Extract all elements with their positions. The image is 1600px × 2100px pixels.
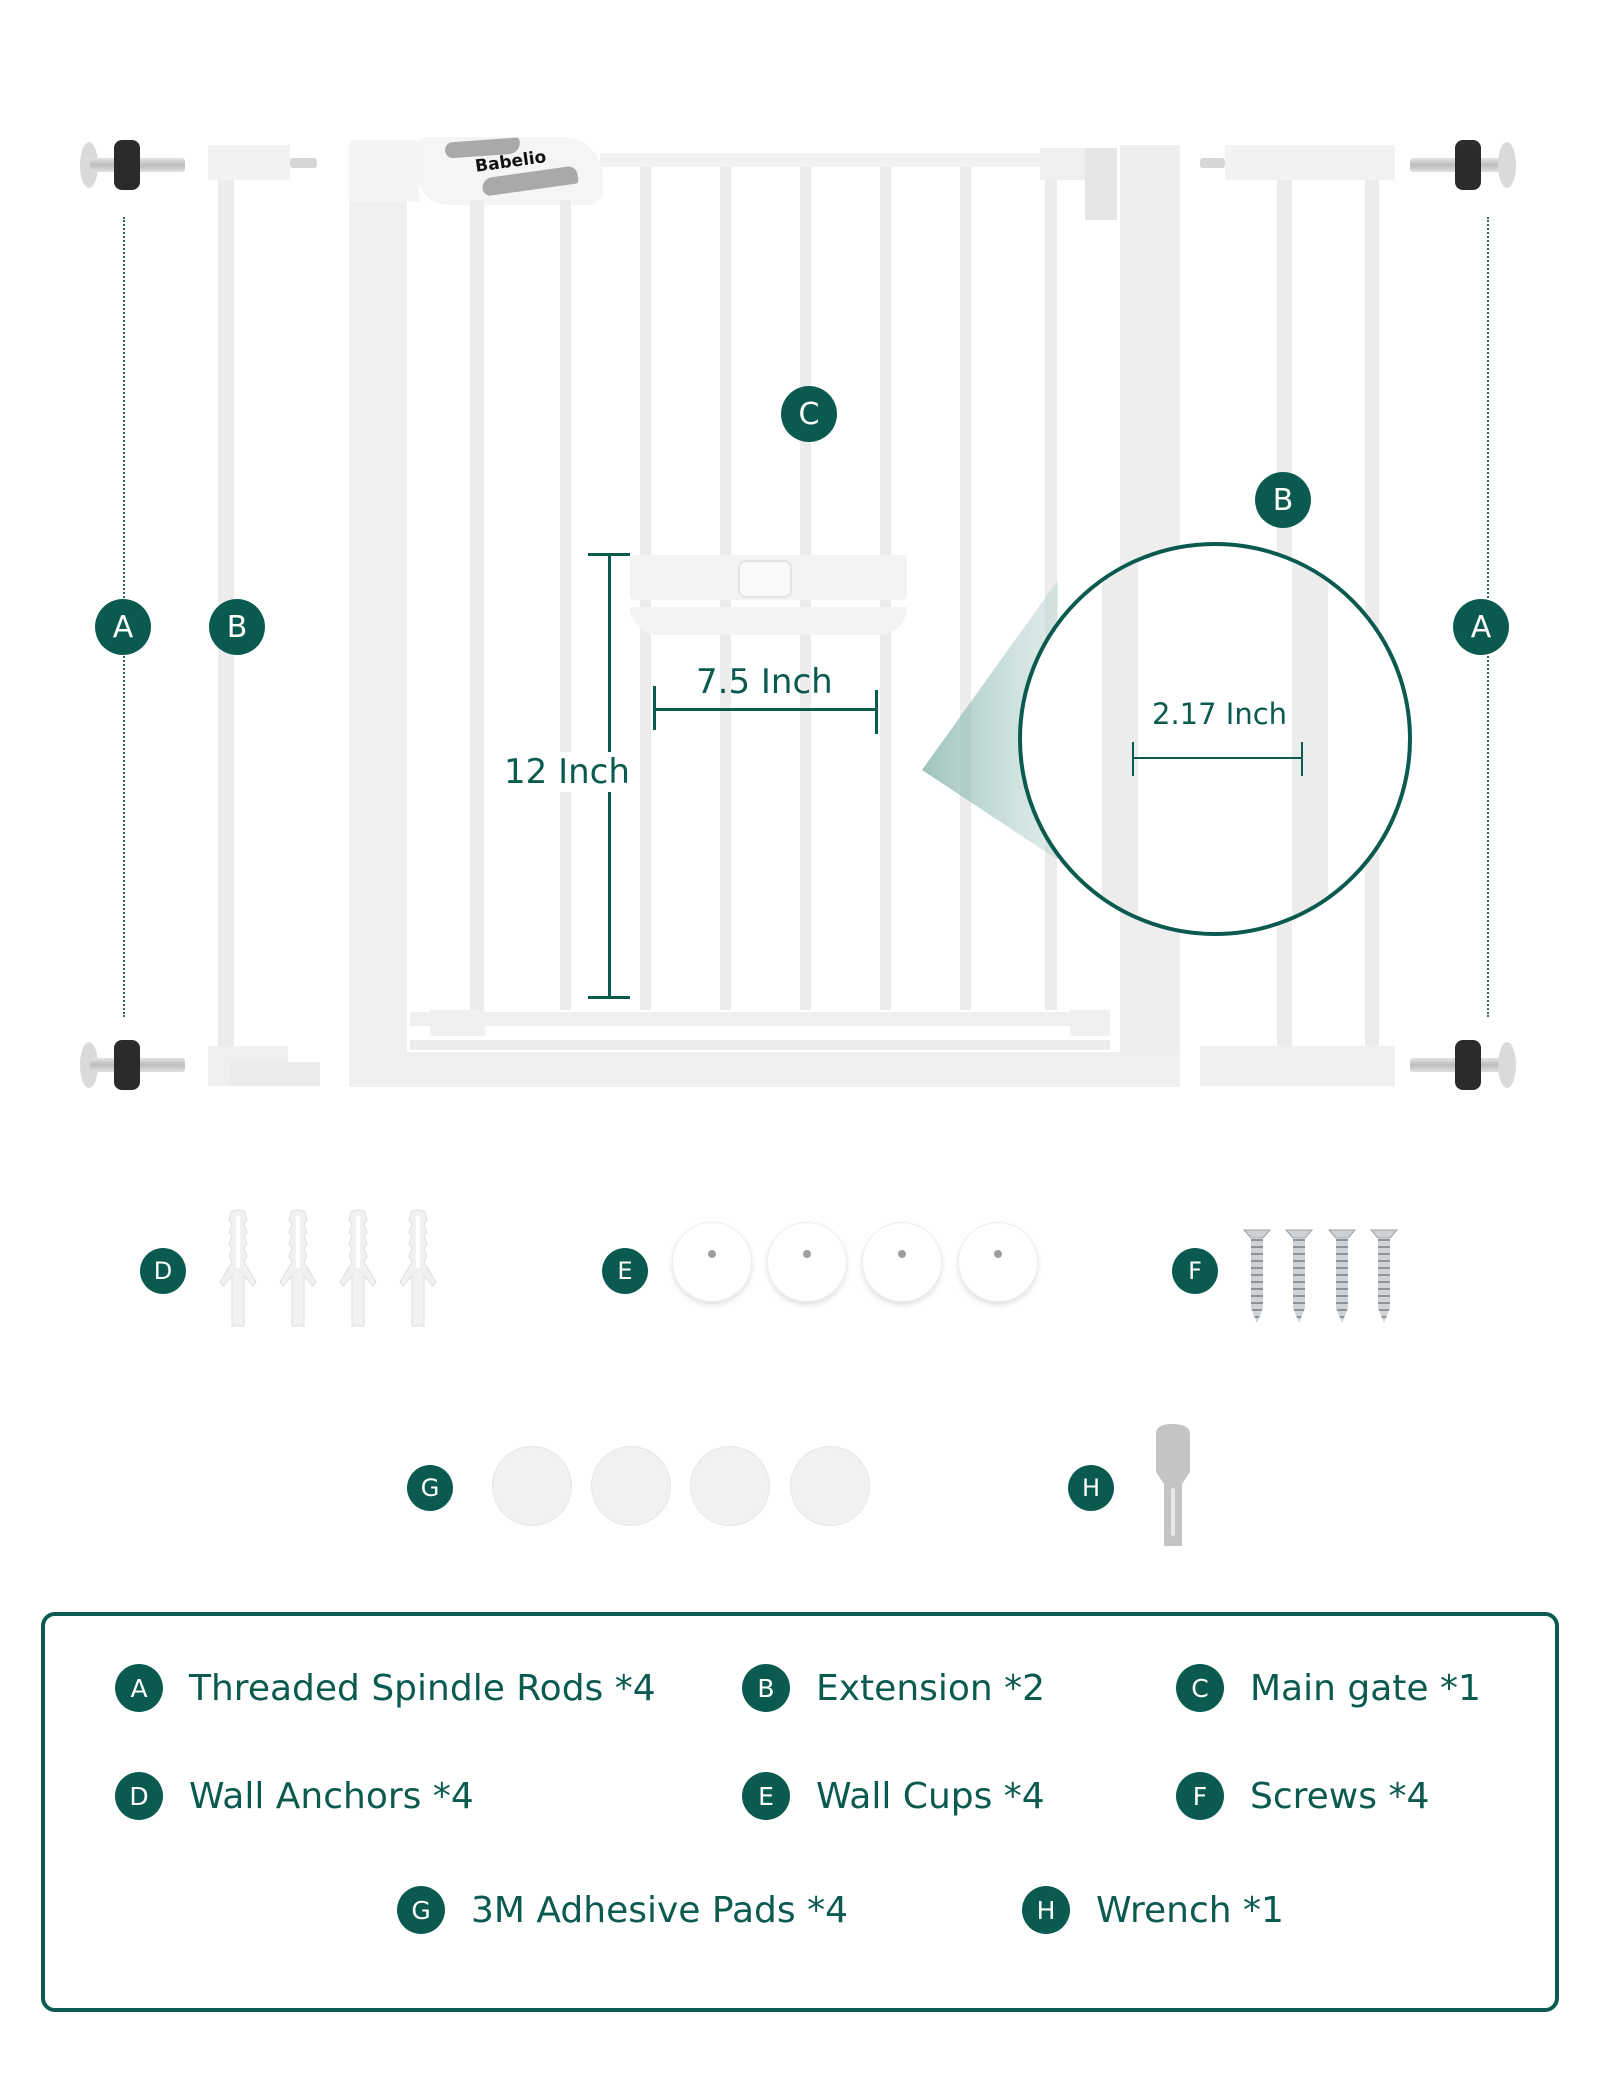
legend-label: Extension *2 bbox=[816, 1667, 1046, 1709]
wall-anchor-icon bbox=[279, 1209, 317, 1327]
accessory-badge-e: E bbox=[602, 1248, 648, 1294]
screw-icon bbox=[1285, 1229, 1313, 1323]
zoom-dimension-label: 2.17 Inch bbox=[1152, 697, 1288, 731]
legend-badge: G bbox=[397, 1886, 445, 1934]
legend-item-a: A Threaded Spindle Rods *4 bbox=[115, 1664, 656, 1712]
wall-anchor-icon bbox=[399, 1209, 437, 1327]
screw-icon bbox=[1243, 1229, 1271, 1323]
adhesive-pad-icon bbox=[691, 1447, 769, 1525]
legend-label: Wrench *1 bbox=[1096, 1889, 1284, 1931]
spindle-rod-top-right bbox=[1410, 140, 1520, 190]
legend-label: Threaded Spindle Rods *4 bbox=[189, 1667, 656, 1709]
legend-label: Main gate *1 bbox=[1250, 1667, 1481, 1709]
wall-cup-icon bbox=[767, 1222, 847, 1302]
dimension-width-label: 7.5 Inch bbox=[696, 662, 833, 702]
legend-label: 3M Adhesive Pads *4 bbox=[471, 1889, 848, 1931]
accessory-badge-f: F bbox=[1172, 1248, 1218, 1294]
legend-badge: B bbox=[742, 1664, 790, 1712]
legend-label: Wall Anchors *4 bbox=[189, 1775, 474, 1817]
wall-anchor-icon bbox=[339, 1209, 377, 1327]
wrench-icon bbox=[1156, 1424, 1190, 1546]
callout-badge-c: C bbox=[781, 386, 837, 442]
screw-icon bbox=[1370, 1229, 1398, 1323]
adhesive-pad-icon bbox=[791, 1447, 869, 1525]
legend-item-d: D Wall Anchors *4 bbox=[115, 1772, 474, 1820]
legend-item-e: E Wall Cups *4 bbox=[742, 1772, 1045, 1820]
legend-item-c: C Main gate *1 bbox=[1176, 1664, 1481, 1712]
callout-badge-a-right: A bbox=[1453, 599, 1509, 655]
legend-label: Screws *4 bbox=[1250, 1775, 1430, 1817]
adhesive-pad-icon bbox=[592, 1447, 670, 1525]
callout-badge-b-right: B bbox=[1255, 472, 1311, 528]
legend-badge: F bbox=[1176, 1772, 1224, 1820]
legend-item-f: F Screws *4 bbox=[1176, 1772, 1429, 1820]
zoom-circle bbox=[1018, 542, 1412, 936]
legend-badge: H bbox=[1022, 1886, 1070, 1934]
parts-legend: A Threaded Spindle Rods *4 B Extension *… bbox=[41, 1612, 1559, 2012]
spindle-rod-bottom-left bbox=[80, 1040, 190, 1090]
legend-item-b: B Extension *2 bbox=[742, 1664, 1045, 1712]
accessory-badge-g: G bbox=[407, 1465, 453, 1511]
legend-badge: E bbox=[742, 1772, 790, 1820]
dimension-height-label: 12 Inch bbox=[502, 752, 632, 792]
legend-badge: A bbox=[115, 1664, 163, 1712]
wall-cup-icon bbox=[672, 1222, 752, 1302]
legend-badge: D bbox=[115, 1772, 163, 1820]
legend-item-g: G 3M Adhesive Pads *4 bbox=[397, 1886, 848, 1934]
callout-badge-a-left: A bbox=[95, 599, 151, 655]
accessory-badge-d: D bbox=[140, 1248, 186, 1294]
screw-icon bbox=[1328, 1229, 1356, 1323]
legend-badge: C bbox=[1176, 1664, 1224, 1712]
legend-item-h: H Wrench *1 bbox=[1022, 1886, 1284, 1934]
wall-cup-icon bbox=[862, 1222, 942, 1302]
adhesive-pad-icon bbox=[493, 1447, 571, 1525]
accessory-badge-h: H bbox=[1068, 1465, 1114, 1511]
wall-cup-icon bbox=[958, 1222, 1038, 1302]
callout-badge-b-left: B bbox=[209, 599, 265, 655]
spindle-rod-top-left bbox=[80, 140, 190, 190]
spindle-rod-bottom-right bbox=[1410, 1040, 1520, 1090]
legend-label: Wall Cups *4 bbox=[816, 1775, 1045, 1817]
wall-anchor-icon bbox=[219, 1209, 257, 1327]
